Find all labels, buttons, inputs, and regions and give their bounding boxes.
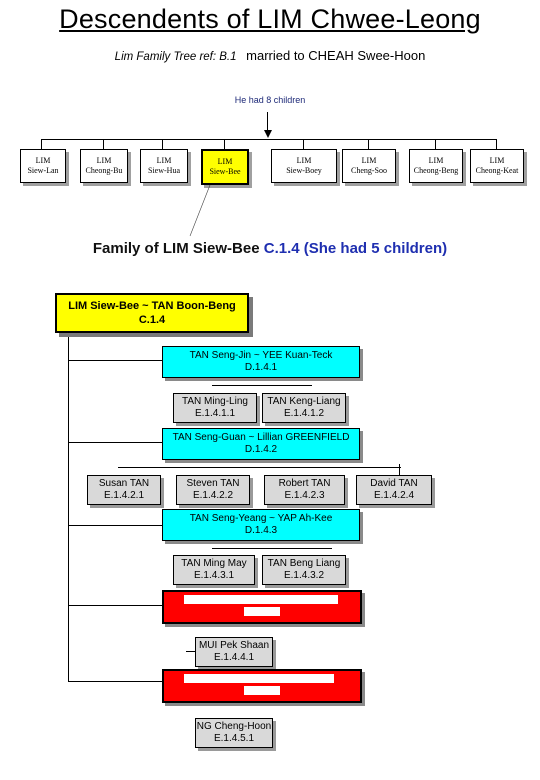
grandchild-box[interactable]: Robert TAN E.1.4.2.3 xyxy=(264,475,345,505)
redacted-bar xyxy=(184,674,334,683)
down-arrow-icon xyxy=(264,130,272,138)
redacted-bar xyxy=(244,607,280,616)
d4-child-line xyxy=(186,651,196,652)
grandchild-box[interactable]: TAN Ming May E.1.4.3.1 xyxy=(173,555,255,585)
grandchild-box[interactable]: Susan TAN E.1.4.2.1 xyxy=(87,475,161,505)
child-drop-line xyxy=(41,139,42,149)
grandchild-box[interactable]: NG Cheng-Hoon E.1.4.5.1 xyxy=(195,718,273,748)
grandchild-box[interactable]: TAN Beng Liang E.1.4.3.2 xyxy=(262,555,346,585)
child-drop-line xyxy=(435,139,436,149)
child-box[interactable]: LIM Cheng-Soo xyxy=(342,149,396,183)
redacted-couple-box[interactable] xyxy=(162,590,362,624)
d3-children-line xyxy=(212,548,332,549)
child-drop-line xyxy=(303,139,304,149)
grandchild-box[interactable]: TAN Keng-Liang E.1.4.1.2 xyxy=(262,393,346,423)
branch-line xyxy=(68,360,162,361)
descendant-couple-box[interactable]: TAN Seng-Yeang ~ YAP Ah-Kee D.1.4.3 xyxy=(162,509,360,541)
branch-line xyxy=(68,442,162,443)
child-box-selected[interactable]: LIM Siew-Bee xyxy=(201,149,249,185)
grandchild-box[interactable]: Steven TAN E.1.4.2.2 xyxy=(176,475,250,505)
branch-line xyxy=(68,525,162,526)
child-drop-line xyxy=(162,139,163,149)
child-box[interactable]: LIM Siew-Boey xyxy=(271,149,337,183)
married-text: married to CHEAH Swee-Hoon xyxy=(246,48,426,63)
page-subtitle: Lim Family Tree ref: B.1 married to CHEA… xyxy=(0,48,540,63)
david-drop-line xyxy=(399,464,400,476)
page-title: Descendents of LIM Chwee-Leong xyxy=(59,4,481,34)
children-horizontal-line xyxy=(41,139,496,140)
root-couple-box[interactable]: LIM Siew-Bee ~ TAN Boon-Beng C.1.4 xyxy=(55,293,249,333)
child-box[interactable]: LIM Siew-Lan xyxy=(20,149,66,183)
grandchild-box[interactable]: MUI Pek Shaan E.1.4.4.1 xyxy=(195,637,273,667)
child-drop-line xyxy=(224,139,225,149)
child-drop-line xyxy=(103,139,104,149)
child-box[interactable]: LIM Cheong-Keat xyxy=(470,149,524,183)
child-box[interactable]: LIM Cheong-Bu xyxy=(80,149,128,183)
grandchild-box[interactable]: TAN Ming-Ling E.1.4.1.1 xyxy=(173,393,257,423)
redacted-couple-box[interactable] xyxy=(162,669,362,703)
grandchild-box[interactable]: David TAN E.1.4.2.4 xyxy=(356,475,432,505)
family-tree-ref: Lim Family Tree ref: B.1 xyxy=(114,51,237,63)
branch-line xyxy=(68,605,162,606)
descendant-couple-box[interactable]: TAN Seng-Jin ~ YEE Kuan-Teck D.1.4.1 xyxy=(162,346,360,378)
family-heading: Family of LIM Siew-Bee C.1.4 (She had 5 … xyxy=(92,240,448,257)
child-box[interactable]: LIM Siew-Hua xyxy=(140,149,188,183)
child-drop-line xyxy=(496,139,497,149)
d1-children-line xyxy=(212,385,312,386)
d2-children-line xyxy=(118,467,401,468)
redacted-bar xyxy=(244,686,280,695)
child-drop-line xyxy=(368,139,369,149)
descendant-couple-box[interactable]: TAN Seng-Guan ~ Lillian GREENFIELD D.1.4… xyxy=(162,428,360,460)
redacted-bar xyxy=(184,595,338,604)
children-count-label: He had 8 children xyxy=(234,95,306,105)
trunk-line xyxy=(68,331,69,681)
child-box[interactable]: LIM Cheong-Beng xyxy=(409,149,463,183)
branch-line xyxy=(68,681,162,682)
parent-drop-line xyxy=(267,112,268,132)
